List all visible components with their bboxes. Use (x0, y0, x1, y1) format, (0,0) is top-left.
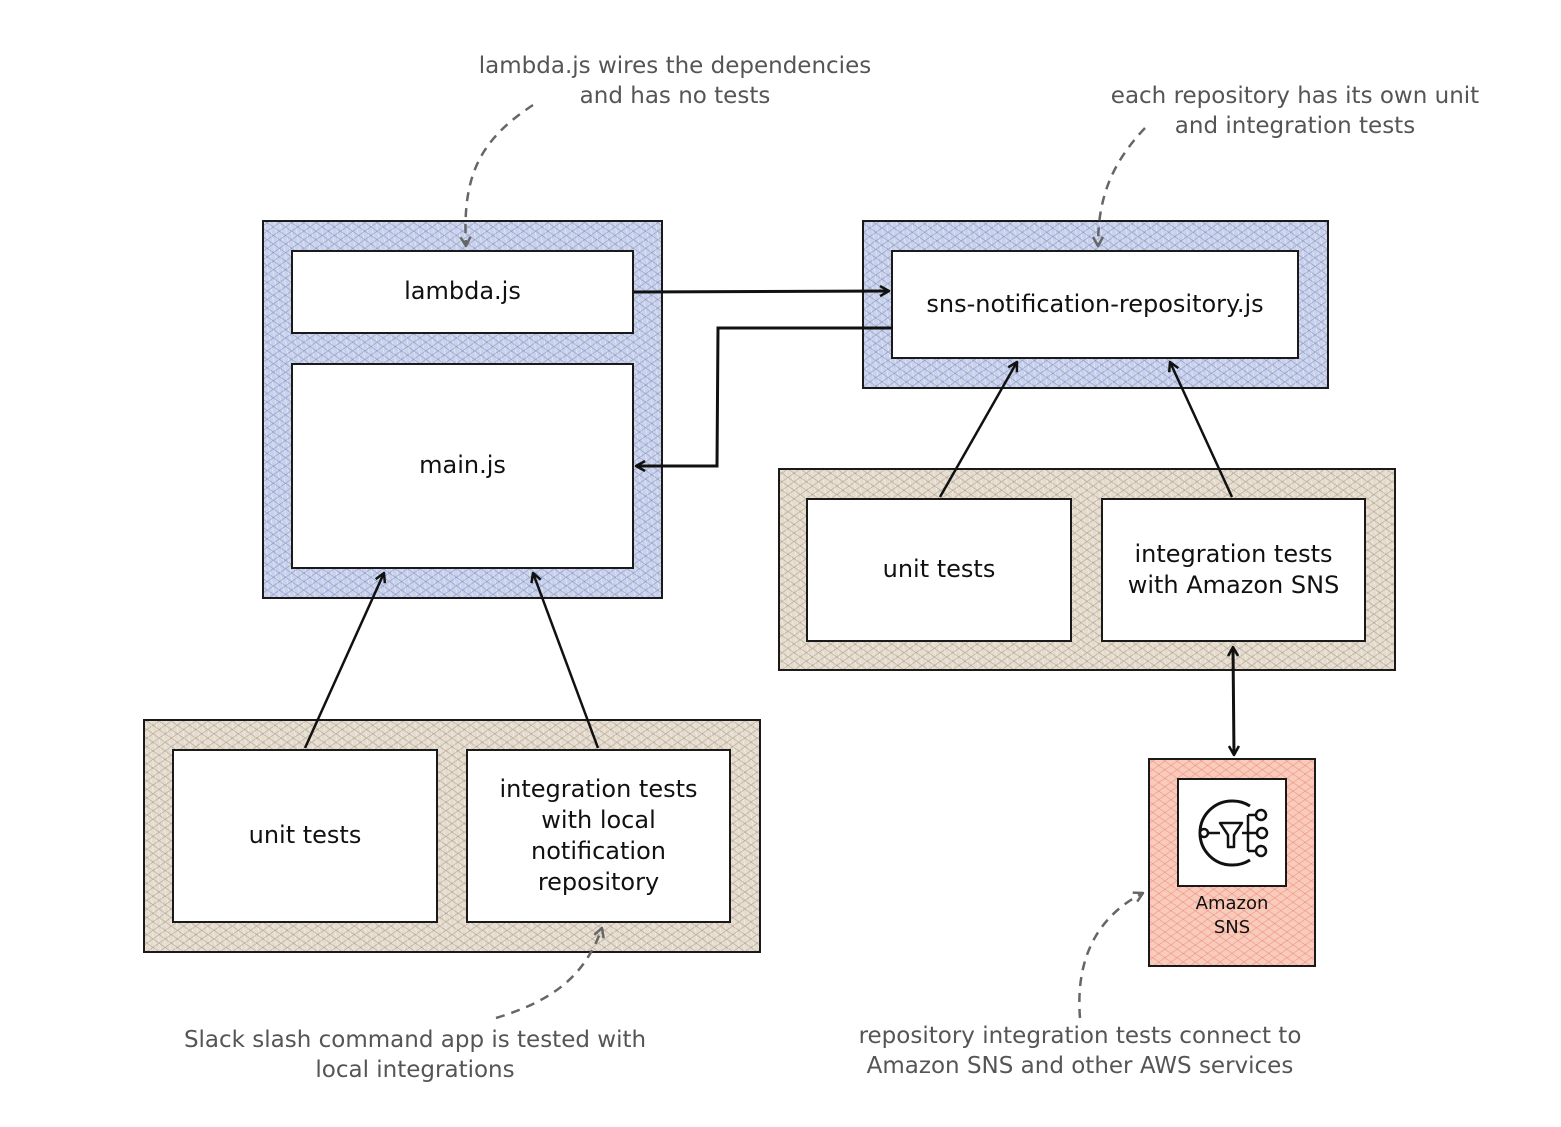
app-integration-tests-line-2: with local (541, 805, 656, 834)
repository-integration-tests-box: integration tests with Amazon SNS (1101, 498, 1366, 642)
arrow-repo-unit-tests-to-repository (938, 362, 1017, 498)
lambda-note-line-1: lambda.js wires the dependencies (478, 53, 872, 79)
amazon-sns-label: Amazon SNS (1148, 892, 1316, 941)
dashed-arrow-slack-note (495, 928, 602, 1020)
repository-integration-tests-line-2: with Amazon SNS (1127, 571, 1340, 599)
repository-note: each repository has its own unit and int… (1080, 82, 1510, 142)
main-js-box: main.js (291, 363, 634, 569)
slack-note-line-1: Slack slash command app is tested with (183, 1027, 647, 1053)
aws-note-line-2: Amazon SNS and other AWS services (866, 1052, 1294, 1079)
app-integration-tests-line-1: integration tests (499, 774, 698, 803)
slack-note-line-2: local integrations (315, 1056, 515, 1083)
arrow-app-unit-tests-to-main (303, 573, 384, 749)
app-unit-tests-box: unit tests (172, 749, 438, 923)
app-integration-tests-line-4: repository (537, 868, 660, 897)
sns-notification-repository-box: sns-notification-repository.js (891, 250, 1299, 359)
lambda-js-box: lambda.js (291, 250, 634, 334)
arrow-app-integration-tests-to-main (533, 573, 600, 749)
repository-unit-tests-box: unit tests (806, 498, 1072, 642)
amazon-sns-label-line-1: Amazon (1195, 893, 1269, 914)
repository-note-line-2: and integration tests (1174, 112, 1416, 139)
repository-integration-tests-line-1: integration tests (1134, 539, 1333, 568)
aws-note: repository integration tests connect to … (820, 1022, 1340, 1082)
amazon-sns-label-line-2: SNS (1213, 917, 1251, 939)
lambda-js-label: lambda.js (404, 277, 521, 306)
lambda-note-line-2: and has no tests (579, 82, 771, 109)
app-integration-tests-line-3: notification (531, 837, 666, 865)
aws-note-line-1: repository integration tests connect to (858, 1023, 1302, 1049)
amazon-sns-icon-frame (1177, 778, 1287, 887)
amazon-sns-icon (1198, 798, 1269, 867)
app-integration-tests-box: integration tests with local notificatio… (466, 749, 731, 923)
arrow-integration-tests-to-sns (1233, 647, 1234, 755)
main-js-label: main.js (419, 451, 506, 480)
arrow-repo-integration-tests-to-repository (1170, 362, 1234, 498)
dashed-arrow-repository-note (1098, 127, 1146, 246)
app-unit-tests-label: unit tests (248, 821, 362, 850)
sns-notification-repository-label: sns-notification-repository.js (926, 289, 1264, 318)
repository-note-line-1: each repository has its own unit (1110, 83, 1480, 109)
dashed-arrow-lambda-note (465, 103, 534, 246)
repository-unit-tests-label: unit tests (882, 555, 996, 584)
slack-note: Slack slash command app is tested with l… (160, 1026, 670, 1086)
lambda-note: lambda.js wires the dependencies and has… (440, 52, 910, 112)
dashed-arrow-aws-note (1078, 893, 1143, 1019)
arrow-repository-to-main (636, 326, 893, 466)
arrow-lambda-to-repository (633, 291, 889, 292)
